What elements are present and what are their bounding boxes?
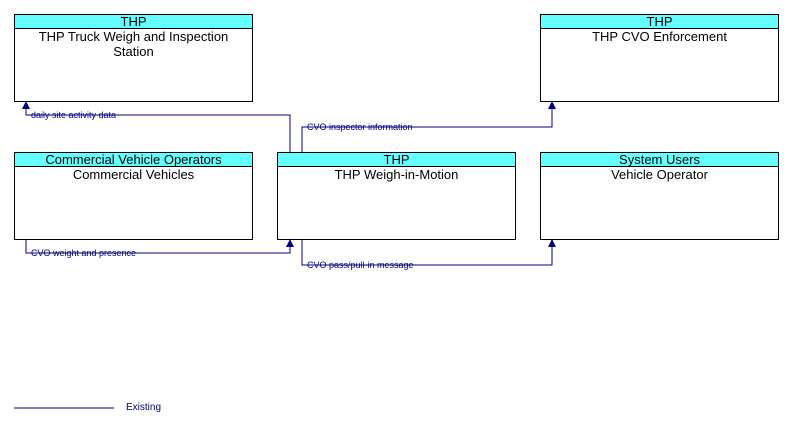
flow-line-cvo-pass-pull-in <box>301 239 556 266</box>
flow-label-daily-site-activity: daily site activity data <box>31 110 116 120</box>
legend-existing-label: Existing <box>126 402 162 413</box>
element-name: Commercial Vehicles <box>72 167 195 182</box>
flow-line-cvo-inspector-information <box>301 101 556 152</box>
flow-label-cvo-pass-pull-in: CVO pass/pull-in message <box>307 260 414 270</box>
element-box-cvo-enforcement: THP THP CVO Enforcement <box>540 14 779 102</box>
element-name: THP Weigh-in-Motion <box>334 167 459 182</box>
flow-label-cvo-inspector-information: CVO inspector information <box>307 122 413 132</box>
element-box-weigh-in-motion: THP THP Weigh-in-Motion <box>277 152 516 240</box>
element-owner-header: THP <box>278 153 515 167</box>
element-box-commercial-vehicles: Commercial Vehicle Operators Commercial … <box>14 152 253 240</box>
element-name: THP Truck Weigh and Inspection Station <box>38 29 229 59</box>
element-owner-header: THP <box>15 15 252 29</box>
element-box-truck-weigh: THP THP Truck Weigh and Inspection Stati… <box>14 14 253 102</box>
flow-line-daily-site-activity <box>22 101 291 152</box>
element-box-vehicle-operator: System Users Vehicle Operator <box>540 152 779 240</box>
flow-line-cvo-weight-presence <box>25 239 294 254</box>
element-name: Vehicle Operator <box>611 167 708 182</box>
element-owner-header: System Users <box>541 153 778 167</box>
element-owner-header: Commercial Vehicle Operators <box>15 153 252 167</box>
element-name: THP CVO Enforcement <box>592 29 727 44</box>
flow-label-cvo-weight-presence: CVO weight and presence <box>31 248 136 258</box>
element-owner-header: THP <box>541 15 778 29</box>
